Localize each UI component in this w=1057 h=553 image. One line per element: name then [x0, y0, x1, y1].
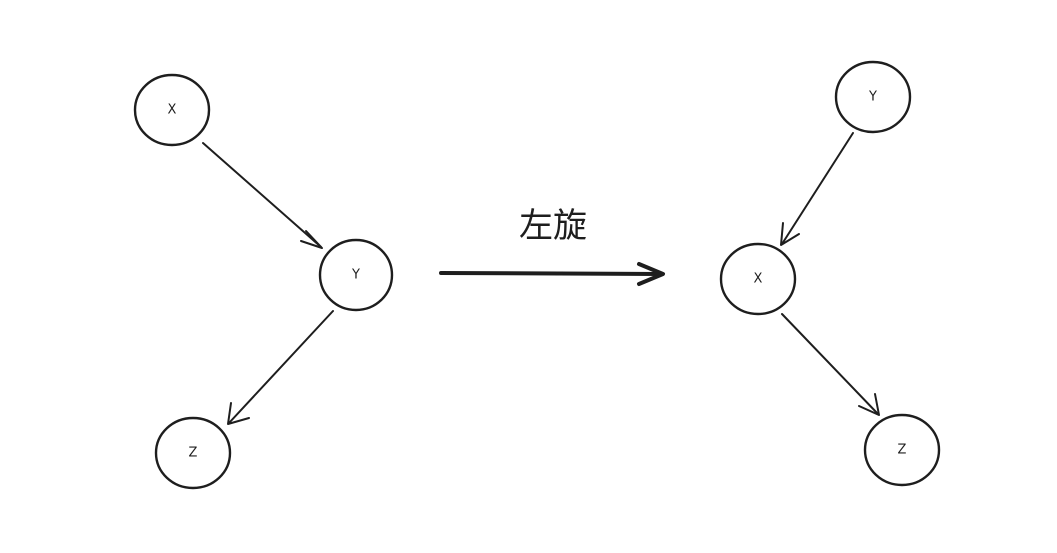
after-node-x: X — [719, 242, 797, 316]
before-node-z: Z — [154, 416, 232, 490]
before-tree: X Y Z — [133, 73, 394, 490]
after-tree: Y X Z — [719, 60, 941, 487]
after-node-y-label: Y — [868, 90, 877, 105]
before-edge-x-to-y — [202, 142, 323, 249]
before-node-y-label: Y — [351, 268, 360, 283]
operation-arrow — [439, 262, 665, 286]
after-node-x-label: X — [754, 272, 763, 287]
before-node-z-label: Z — [189, 446, 198, 461]
operation-label: 左旋 — [519, 206, 587, 246]
after-node-z-label: Z — [898, 443, 907, 458]
after-node-z: Z — [863, 413, 941, 487]
after-edge-x-to-z — [781, 313, 880, 416]
before-node-x-label: X — [168, 103, 177, 118]
before-edge-y-to-z — [227, 310, 334, 425]
before-node-y: Y — [318, 238, 394, 312]
before-node-x: X — [133, 73, 211, 147]
after-edge-y-to-x — [780, 132, 854, 246]
after-node-y: Y — [834, 60, 912, 134]
